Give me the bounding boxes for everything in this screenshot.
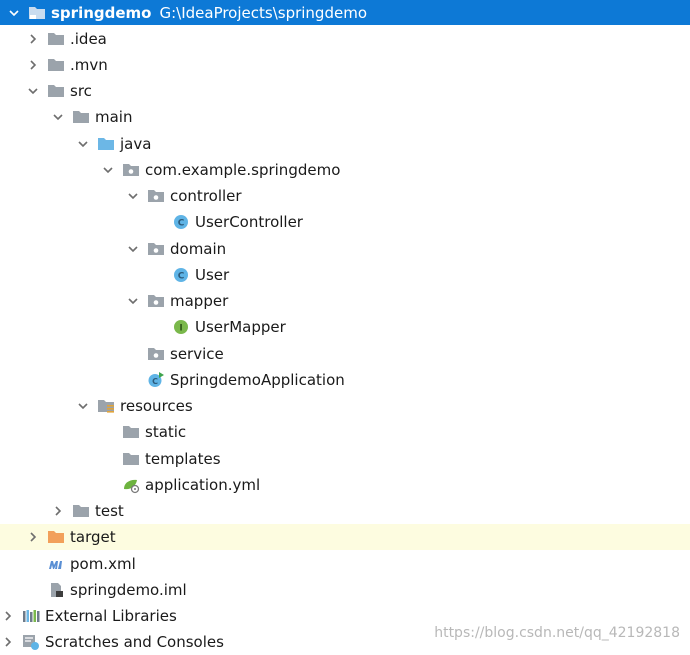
- tree-row-src[interactable]: src: [0, 78, 690, 104]
- tree-row-templates[interactable]: templates: [0, 446, 690, 472]
- chevron-down-icon[interactable]: [125, 188, 141, 204]
- tree-label: test: [95, 502, 124, 520]
- folder-icon: [47, 83, 65, 99]
- tree-label: service: [170, 345, 224, 363]
- tree-label: .mvn: [70, 56, 108, 74]
- chevron-right-icon[interactable]: [0, 634, 16, 650]
- watermark: https://blog.csdn.net/qq_42192818: [434, 625, 680, 641]
- package-icon: [147, 241, 165, 257]
- tree-label: SpringdemoApplication: [170, 371, 345, 389]
- folder-icon: [47, 31, 65, 47]
- tree-label: resources: [120, 397, 193, 415]
- tree-row-user[interactable]: C User: [0, 262, 690, 288]
- tree-label: .idea: [70, 30, 107, 48]
- chevron-down-icon[interactable]: [50, 109, 66, 125]
- tree-label: Scratches and Consoles: [45, 633, 224, 651]
- tree-row-project-root[interactable]: springdemo G:\IdeaProjects\springdemo: [0, 0, 690, 25]
- chevron-right-icon[interactable]: [25, 31, 41, 47]
- tree-row-java[interactable]: java: [0, 131, 690, 157]
- chevron-right-icon[interactable]: [50, 503, 66, 519]
- tree-row-idea[interactable]: .idea: [0, 26, 690, 52]
- tree-row-pom[interactable]: pom.xml: [0, 551, 690, 577]
- package-icon: [122, 162, 140, 178]
- chevron-right-icon[interactable]: [25, 57, 41, 73]
- tree-row-domain[interactable]: domain: [0, 236, 690, 262]
- tree-label: application.yml: [145, 476, 261, 494]
- tree-row-main[interactable]: main: [0, 104, 690, 130]
- package-icon: [147, 188, 165, 204]
- tree-label: UserMapper: [195, 318, 286, 336]
- tree-label: pom.xml: [70, 555, 136, 573]
- chevron-down-icon[interactable]: [75, 136, 91, 152]
- chevron-right-icon[interactable]: [25, 529, 41, 545]
- runnable-class-icon: C: [147, 372, 165, 388]
- chevron-down-icon[interactable]: [75, 398, 91, 414]
- tree-label: External Libraries: [45, 607, 177, 625]
- interface-icon: I: [172, 319, 190, 335]
- module-file-icon: [47, 582, 65, 598]
- tree-label: src: [70, 82, 92, 100]
- project-name: springdemo: [51, 3, 152, 22]
- chevron-down-icon[interactable]: [125, 293, 141, 309]
- tree-row-static[interactable]: static: [0, 419, 690, 445]
- folder-icon: [72, 503, 90, 519]
- tree-label: main: [95, 108, 133, 126]
- svg-text:C: C: [178, 272, 185, 282]
- tree-label: templates: [145, 450, 221, 468]
- folder-icon: [47, 57, 65, 73]
- tree-label: controller: [170, 187, 242, 205]
- tree-label: target: [70, 528, 116, 546]
- folder-icon: [122, 424, 140, 440]
- chevron-right-icon[interactable]: [0, 608, 16, 624]
- tree-row-mvn[interactable]: .mvn: [0, 52, 690, 78]
- tree-row-service[interactable]: service: [0, 341, 690, 367]
- tree-label: User: [195, 266, 230, 284]
- maven-icon: [47, 556, 65, 572]
- tree-label: java: [120, 135, 152, 153]
- tree-row-package[interactable]: com.example.springdemo: [0, 157, 690, 183]
- tree-label: com.example.springdemo: [145, 161, 341, 179]
- tree-row-resources[interactable]: resources: [0, 393, 690, 419]
- chevron-down-icon[interactable]: [6, 5, 22, 21]
- svg-text:C: C: [178, 219, 185, 229]
- chevron-down-icon[interactable]: [100, 162, 116, 178]
- chevron-down-icon[interactable]: [25, 83, 41, 99]
- tree-row-application-yml[interactable]: application.yml: [0, 472, 690, 498]
- tree-label: springdemo.iml: [70, 581, 187, 599]
- package-icon: [147, 293, 165, 309]
- tree-row-application-class[interactable]: C SpringdemoApplication: [0, 367, 690, 393]
- scratches-icon: [22, 634, 40, 650]
- libraries-icon: [22, 608, 40, 624]
- tree-label: UserController: [195, 213, 303, 231]
- project-path: G:\IdeaProjects\springdemo: [159, 3, 367, 22]
- tree-row-iml[interactable]: springdemo.iml: [0, 577, 690, 603]
- class-icon: C: [172, 267, 190, 283]
- folder-icon: [72, 109, 90, 125]
- tree-row-target[interactable]: target: [0, 524, 690, 550]
- tree-row-external-libraries[interactable]: External Libraries: [0, 603, 690, 629]
- tree-row-user-mapper[interactable]: I UserMapper: [0, 314, 690, 340]
- resources-folder-icon: [97, 398, 115, 414]
- tree-row-mapper[interactable]: mapper: [0, 288, 690, 314]
- module-folder-icon: [28, 5, 46, 21]
- source-folder-icon: [97, 136, 115, 152]
- excluded-folder-icon: [47, 529, 65, 545]
- tree-label: static: [145, 423, 187, 441]
- tree-label: mapper: [170, 292, 229, 310]
- svg-text:I: I: [179, 324, 182, 334]
- svg-text:C: C: [152, 377, 158, 386]
- class-icon: C: [172, 214, 190, 230]
- tree-row-scratches[interactable]: Scratches and Consoles: [0, 629, 690, 655]
- tree-row-user-controller[interactable]: C UserController: [0, 209, 690, 235]
- package-icon: [147, 346, 165, 362]
- tree-row-controller[interactable]: controller: [0, 183, 690, 209]
- folder-icon: [122, 451, 140, 467]
- spring-config-icon: [122, 477, 140, 494]
- chevron-down-icon[interactable]: [125, 241, 141, 257]
- tree-label: domain: [170, 240, 227, 258]
- tree-row-test[interactable]: test: [0, 498, 690, 524]
